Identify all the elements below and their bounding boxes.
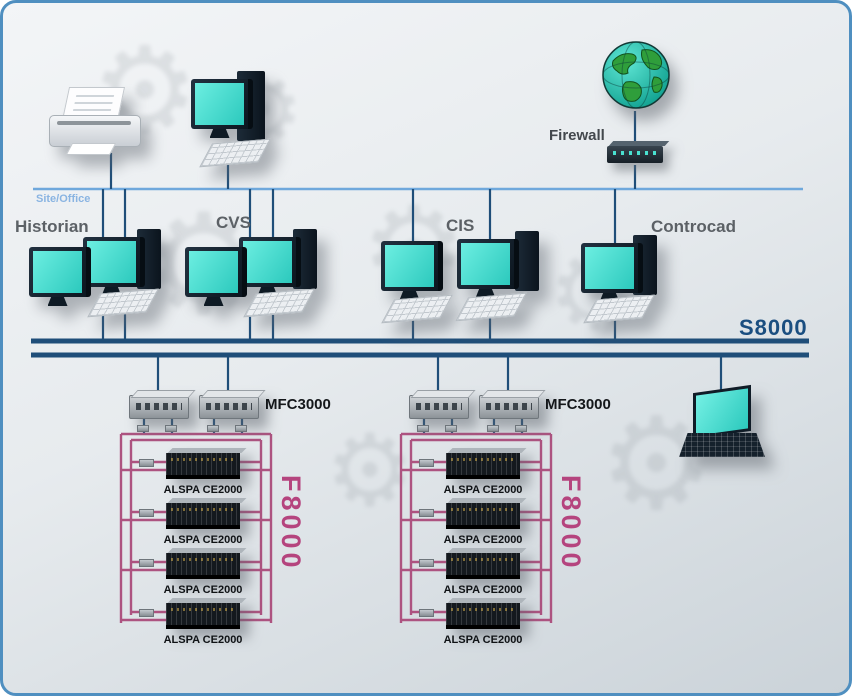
ring-connector [165,425,177,432]
laptop-icon [679,384,769,469]
office-desktop [185,67,305,168]
printer-icon [49,87,141,155]
ring-connector [139,509,154,517]
s8000-bus-label: S8000 [739,315,808,340]
alspa-rack [446,453,520,479]
ring-connector [417,425,429,432]
screen [87,241,136,283]
ring-connector [419,509,434,517]
cvs-workstation [179,225,339,325]
alspa-rack [166,553,240,579]
module-ports [136,403,182,410]
gear-icon: ⚙ [325,415,415,527]
switch-leds [613,151,657,155]
keyboard-icon [243,288,315,318]
alspa-rack [446,603,520,629]
historian-workstation [23,225,183,325]
screen [385,245,434,287]
ring-connector [419,459,434,467]
firewall-label: Firewall [549,127,605,144]
alspa-rack [446,503,520,529]
monitor-icon [581,243,643,293]
keyboard-icon [381,294,453,324]
monitor-icon [29,247,91,297]
site-office-label: Site/Office [36,193,91,205]
monitor-icon [239,237,301,287]
laptop-keyboard [679,433,765,457]
mfc-ring-drops [142,417,244,435]
alspa-label: ALSPA CE2000 [163,634,243,646]
screen [461,243,510,285]
alspa-rack [166,503,240,529]
mfc3000-module [409,395,469,419]
mfc3000-label: MFC3000 [545,396,611,413]
screen [189,251,238,293]
module-ports [206,403,252,410]
keyboard-icon [87,288,159,318]
ring-connector [419,609,434,617]
computer-tower-icon [515,231,539,291]
alspa-rack [446,553,520,579]
controcad-workstation [575,233,675,333]
ring-connector [139,459,154,467]
workstation-label-controcad: Controcad [651,217,736,236]
f8000-ring-label: F8000 [276,475,306,572]
keyboard-icon [455,292,527,322]
ring-connector [207,425,219,432]
cis-workstation-2 [451,229,551,329]
mfc3000-label: MFC3000 [265,396,331,413]
cis-workstation-1 [375,231,465,331]
s8000-bus [31,338,809,358]
alspa-rack [166,453,240,479]
monitor-icon [191,79,253,129]
ring-connector [137,425,149,432]
alspa-label: ALSPA CE2000 [443,584,523,596]
keyboard-icon [199,138,271,168]
alspa-label: ALSPA CE2000 [163,484,243,496]
laptop-screen [693,384,751,440]
mfc3000-module [129,395,189,419]
keyboard-icon [583,294,655,324]
connection-wires [31,111,809,625]
workstation-label-historian: Historian [15,217,89,236]
ring-connector [419,559,434,567]
module-ports [416,403,462,410]
screen [243,241,292,283]
monitor-icon [83,237,145,287]
internet-globe-icon [597,37,675,120]
alspa-label: ALSPA CE2000 [443,484,523,496]
monitor-icon [381,241,443,291]
printer-output-sheet [65,143,117,155]
alspa-label: ALSPA CE2000 [443,634,523,646]
f8000-ring [119,432,273,623]
monitor-icon [185,247,247,297]
mfc3000-module [199,395,259,419]
ring-connector [445,425,457,432]
workstation-label-cvs: CVS [216,213,251,232]
monitor-icon [457,239,519,289]
f8000-ring-label: F8000 [556,475,586,572]
alspa-label: ALSPA CE2000 [163,534,243,546]
ring-connector [235,425,247,432]
screen [585,247,634,289]
firewall-switch-icon [607,146,663,163]
screen [696,388,748,436]
ring-connector [515,425,527,432]
alspa-rack [166,603,240,629]
module-ports [486,403,532,410]
printer-slot [57,121,131,125]
ring-connector [487,425,499,432]
ring-connector [139,609,154,617]
screen [33,251,82,293]
alspa-label: ALSPA CE2000 [163,584,243,596]
alspa-label: ALSPA CE2000 [443,534,523,546]
mfc3000-module [479,395,539,419]
ring-connector [139,559,154,567]
workstation-label-cis: CIS [446,216,475,235]
screen [195,83,244,125]
